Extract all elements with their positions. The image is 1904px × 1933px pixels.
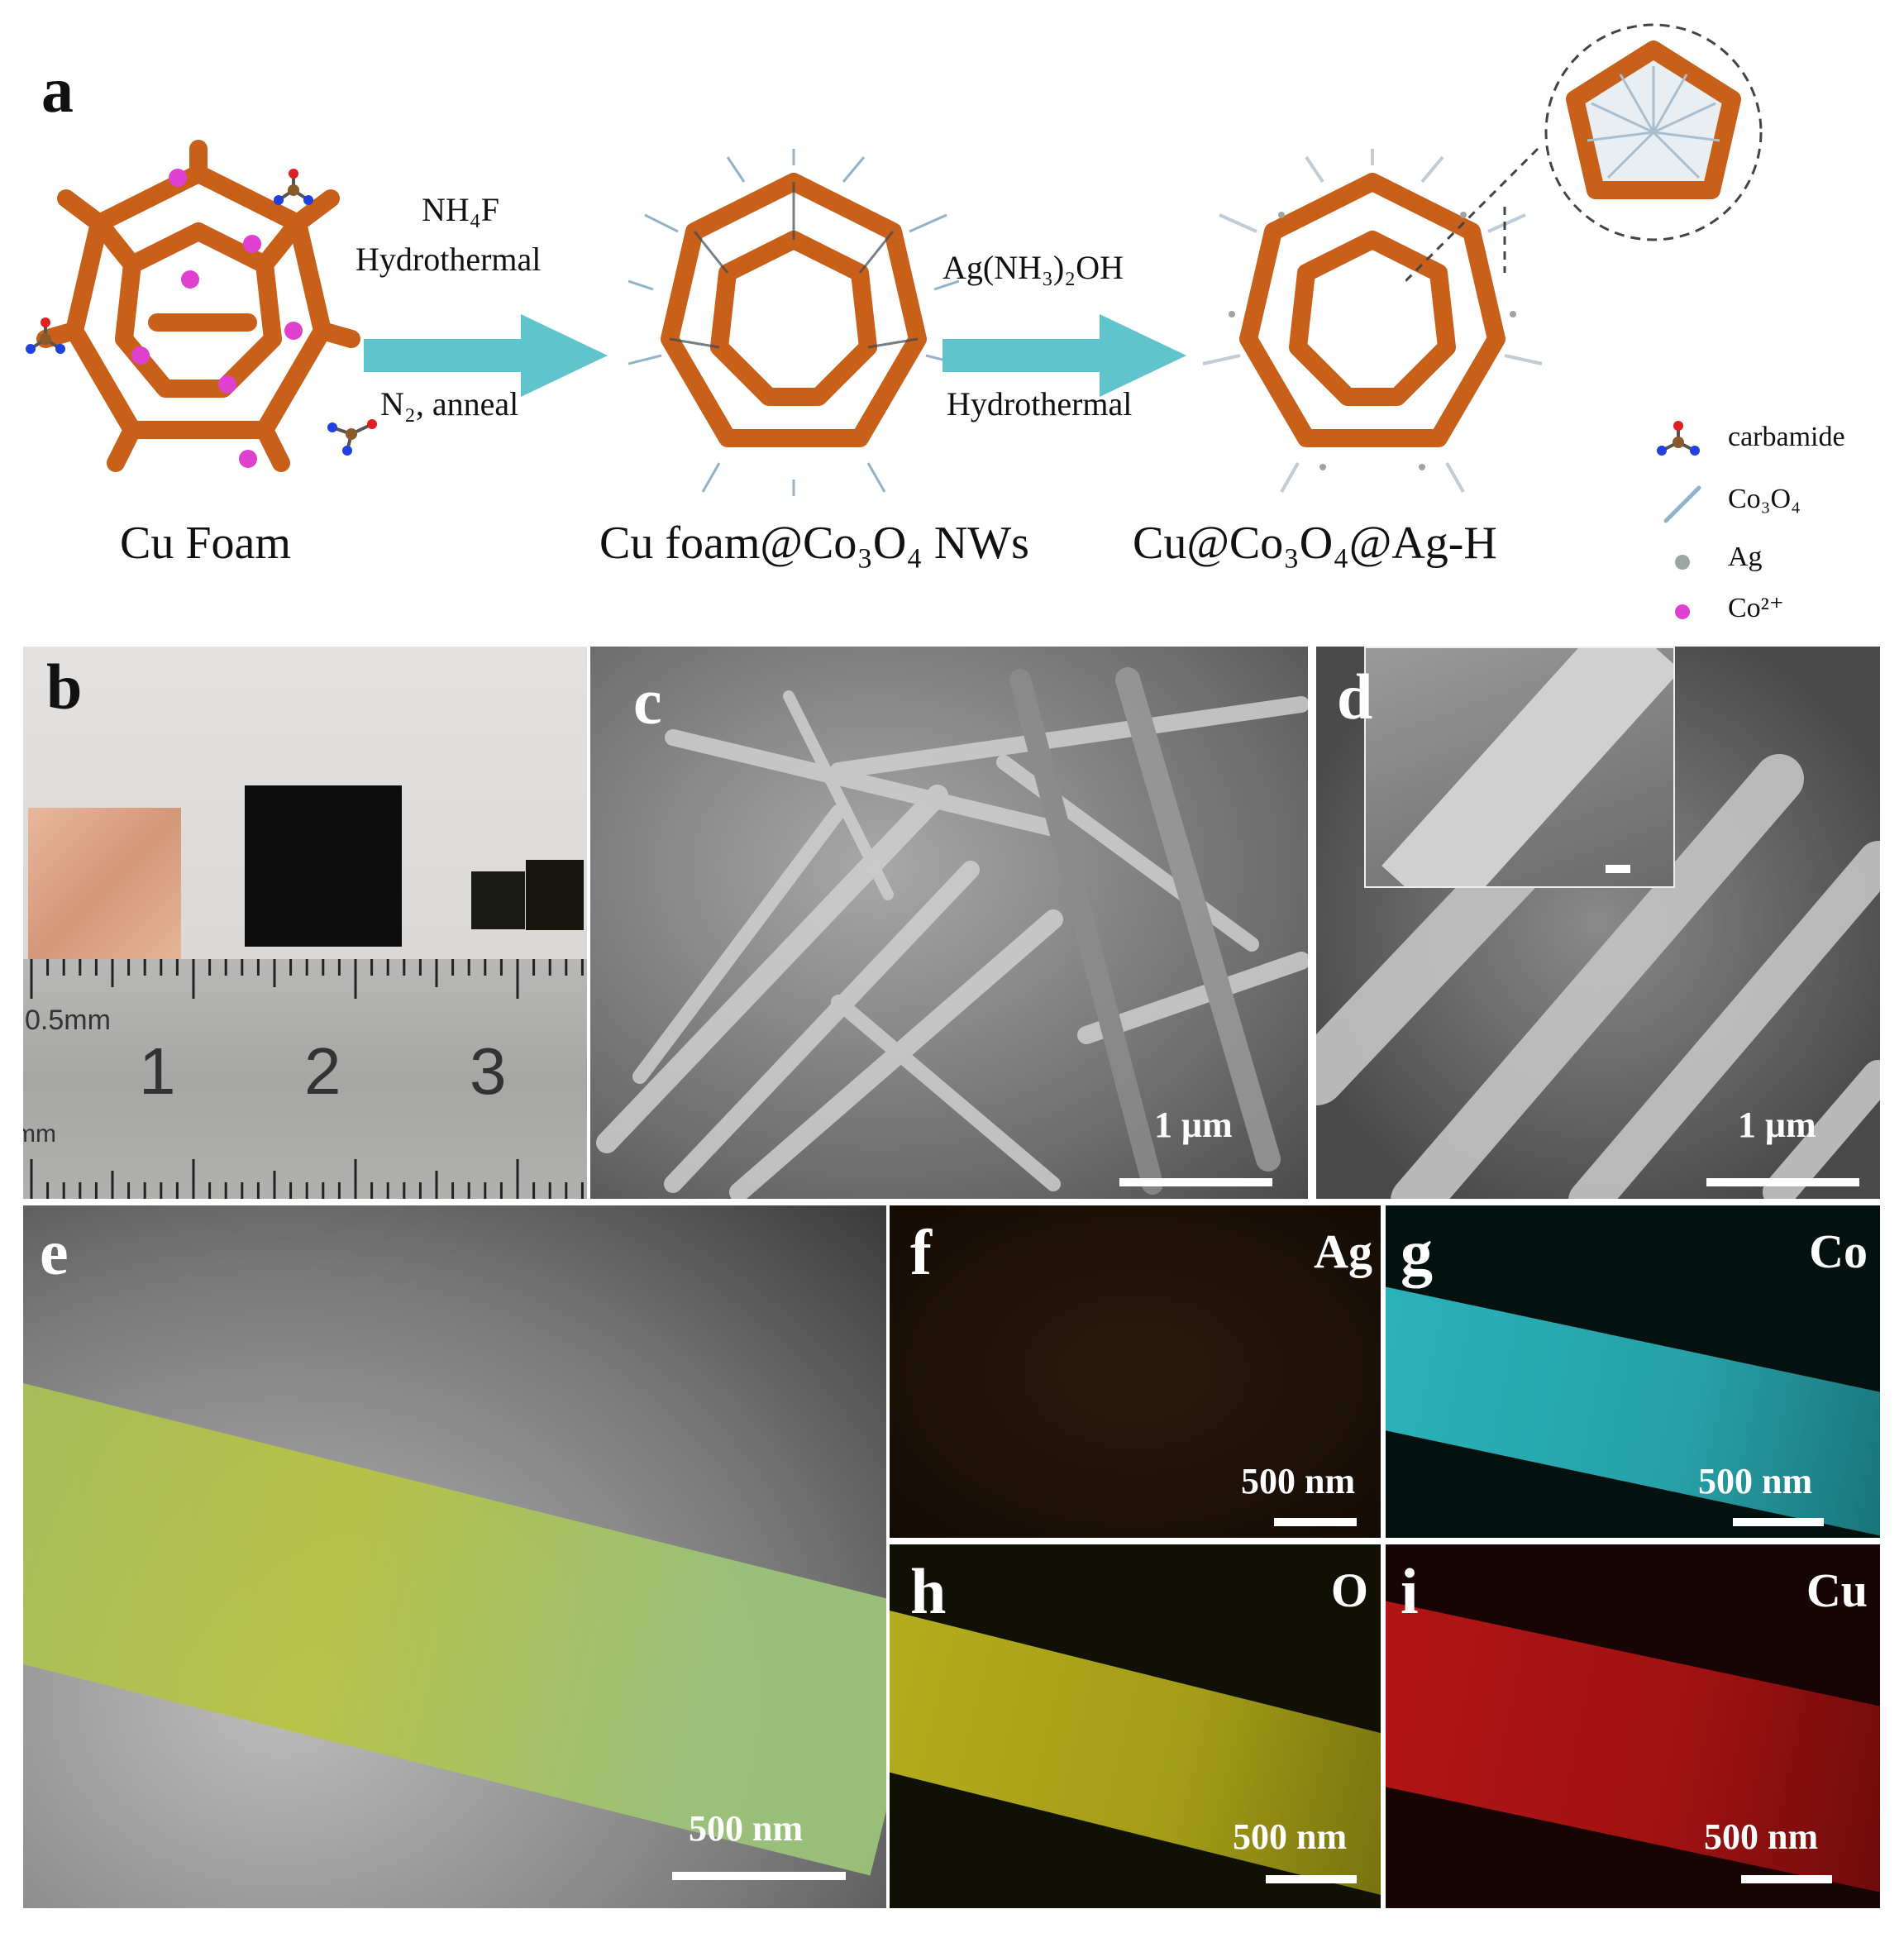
panel-g-scale-label: 500 nm xyxy=(1698,1461,1813,1501)
panel-h-letter: h xyxy=(910,1555,947,1627)
process-arrow-1 xyxy=(364,314,608,397)
panel-d-letter: d xyxy=(1337,661,1373,733)
arrow1-method: Hydrothermal xyxy=(356,241,542,278)
legend-carbamide-icon xyxy=(1657,421,1700,456)
panel-i-cu-map: i Cu 500 nm xyxy=(1386,1544,1880,1908)
panel-b-photo: 0.5mm 1 2 3 mm b xyxy=(23,647,587,1199)
inset-nanowire xyxy=(1381,648,1673,886)
panel-e-eds-overlay: e 500 nm xyxy=(23,1205,886,1908)
final-product-label: Cu@Co₃O₄@Ag-H xyxy=(1133,518,1497,569)
ruler-number-3: 3 xyxy=(470,1034,507,1108)
panel-i-element: Cu xyxy=(1806,1563,1868,1617)
cu-foam-nws-label: Cu foam@Co₃O₄ NWs xyxy=(599,518,1029,569)
panel-f-element: Ag xyxy=(1314,1224,1372,1278)
carbamide-molecule-icon xyxy=(26,317,65,354)
panel-e-scale-label: 500 nm xyxy=(689,1808,804,1849)
panel-g-co-map: g Co 500 nm xyxy=(1386,1205,1880,1538)
panel-g-element: Co xyxy=(1809,1224,1868,1278)
ruler-bottom-unit: mm xyxy=(23,1120,56,1148)
legend-co-ion-label: Co²⁺ xyxy=(1728,593,1784,623)
overlay-band xyxy=(23,1371,886,1876)
panel-f-scale-label: 500 nm xyxy=(1241,1461,1356,1501)
panel-b-letter: b xyxy=(46,651,83,723)
cu-foam-illustration xyxy=(36,140,360,472)
panel-d-inset xyxy=(1364,647,1675,888)
panel-h-o-map: h O 500 nm xyxy=(890,1544,1381,1908)
panel-c-letter: c xyxy=(633,666,662,737)
legend-carbamide-label: carbamide xyxy=(1728,422,1845,452)
panel-d-scalebar xyxy=(1706,1178,1859,1186)
panel-i-scale-label: 500 nm xyxy=(1704,1816,1819,1857)
arrow2-reagent: Ag(NH₃)₂OH xyxy=(942,249,1124,286)
panel-e-scalebar xyxy=(672,1872,846,1880)
ruler-ticks xyxy=(30,959,584,1199)
legend-ag-label: Ag xyxy=(1728,542,1763,572)
legend-co3o4-label: Co₃O₄ xyxy=(1728,484,1801,514)
zoom-inset xyxy=(1405,23,1763,283)
nanowire-texture xyxy=(596,667,1308,1199)
ruler-number-2: 2 xyxy=(304,1034,341,1108)
black-sample-large xyxy=(245,785,402,947)
arrow1-condition: N₂, anneal xyxy=(380,385,519,422)
cu-co3o4-ag-illustration xyxy=(1202,149,1543,493)
carbamide-molecule-icon xyxy=(274,169,313,205)
process-arrow-2 xyxy=(942,314,1186,397)
cu-foam-nws-illustration xyxy=(628,149,959,496)
ruler-number-1: 1 xyxy=(139,1034,176,1108)
panel-h-element: O xyxy=(1330,1563,1368,1617)
ruler: 0.5mm 1 2 3 mm xyxy=(23,959,587,1199)
panel-c-scale-label: 1 μm xyxy=(1154,1105,1233,1145)
legend-ag-icon xyxy=(1675,555,1690,570)
panel-i-letter: i xyxy=(1401,1555,1419,1627)
panel-g-scalebar xyxy=(1733,1518,1824,1526)
panel-g-letter: g xyxy=(1401,1216,1433,1288)
panel-e-letter: e xyxy=(40,1216,69,1288)
panel-f-letter: f xyxy=(910,1216,932,1288)
cu-foam-label: Cu Foam xyxy=(120,518,291,569)
panel-f-ag-map: f Ag 500 nm xyxy=(890,1205,1381,1538)
panel-d-sem: d 1 μm xyxy=(1316,647,1880,1199)
panel-c-scalebar xyxy=(1119,1178,1272,1186)
panel-h-scalebar xyxy=(1266,1875,1357,1883)
carbamide-molecule-icon xyxy=(327,419,377,456)
panel-a-letter: a xyxy=(41,54,74,126)
cu-foam-sample xyxy=(28,808,181,961)
legend-co-ion-icon xyxy=(1675,604,1690,619)
panel-h-scale-label: 500 nm xyxy=(1233,1816,1348,1857)
ruler-unit-label: 0.5mm xyxy=(25,1005,111,1036)
panel-i-scalebar xyxy=(1741,1875,1832,1883)
black-sample-small-2 xyxy=(526,860,584,930)
black-sample-small-1 xyxy=(471,871,525,929)
legend-co3o4-icon xyxy=(1663,485,1701,523)
panel-a-scheme: a Cu xyxy=(0,0,1904,637)
arrow1-reagent: NH₄F xyxy=(422,191,499,228)
inset-scalebar xyxy=(1606,865,1630,873)
panel-d-scale-label: 1 μm xyxy=(1738,1105,1816,1145)
panel-c-sem: c 1 μm xyxy=(590,647,1308,1199)
panel-f-scalebar xyxy=(1274,1518,1357,1526)
arrow2-method: Hydrothermal xyxy=(947,385,1133,422)
